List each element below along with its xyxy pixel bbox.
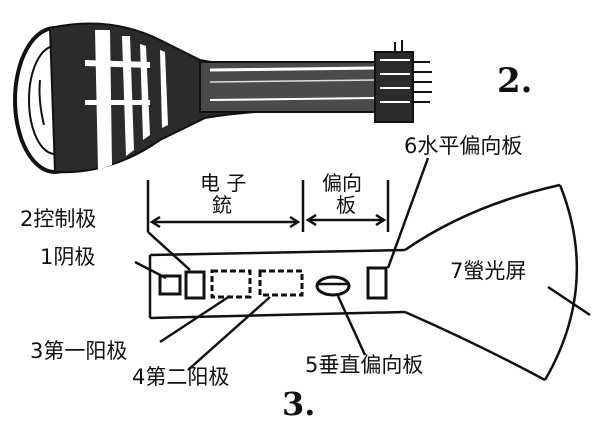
vertical-deflection-label: 5垂直偏向板 <box>305 353 423 377</box>
first-anode-label: 3第一阳极 <box>30 339 127 363</box>
tube-flare-lower <box>404 310 546 382</box>
crt-tube-illustration <box>13 22 432 174</box>
vertical-deflection-plates <box>315 275 351 297</box>
control-grid-label: 2控制极 <box>20 207 96 231</box>
tube-flare-upper <box>404 183 561 252</box>
electron-gun-label-1: 电 子 <box>200 171 246 195</box>
first-anode-electrode <box>210 269 252 299</box>
leader-vertical <box>336 295 367 356</box>
fluorescent-screen-label: 7螢光屏 <box>450 259 526 283</box>
second-anode-electrode <box>258 269 304 297</box>
leader-horizontal <box>386 157 430 269</box>
cathode-label: 1阴极 <box>40 245 95 269</box>
tube-pins <box>394 40 432 103</box>
leader-second-anode <box>187 296 271 371</box>
leader-cathode <box>134 260 167 280</box>
leader-first-anode <box>159 294 231 344</box>
crt-schematic <box>134 157 591 382</box>
cathode-electrode <box>158 274 182 296</box>
leader-screen <box>547 285 591 317</box>
figure-number-bottom: 3. <box>282 385 315 423</box>
horizontal-deflection-label: 6水平偏向板 <box>404 134 522 158</box>
control-grid-electrode <box>184 270 206 300</box>
fluorescent-screen-curve <box>543 184 579 381</box>
deflection-label-2: 板 <box>336 193 356 217</box>
leader-control-grid <box>147 231 191 271</box>
deflection-label-1: 偏向 <box>322 171 362 195</box>
horizontal-deflection-plates <box>366 266 388 300</box>
electron-gun-label-2: 銃 <box>212 193 232 217</box>
second-anode-label: 4第二阳极 <box>132 365 229 389</box>
figure-number-top: 2. <box>497 61 533 101</box>
